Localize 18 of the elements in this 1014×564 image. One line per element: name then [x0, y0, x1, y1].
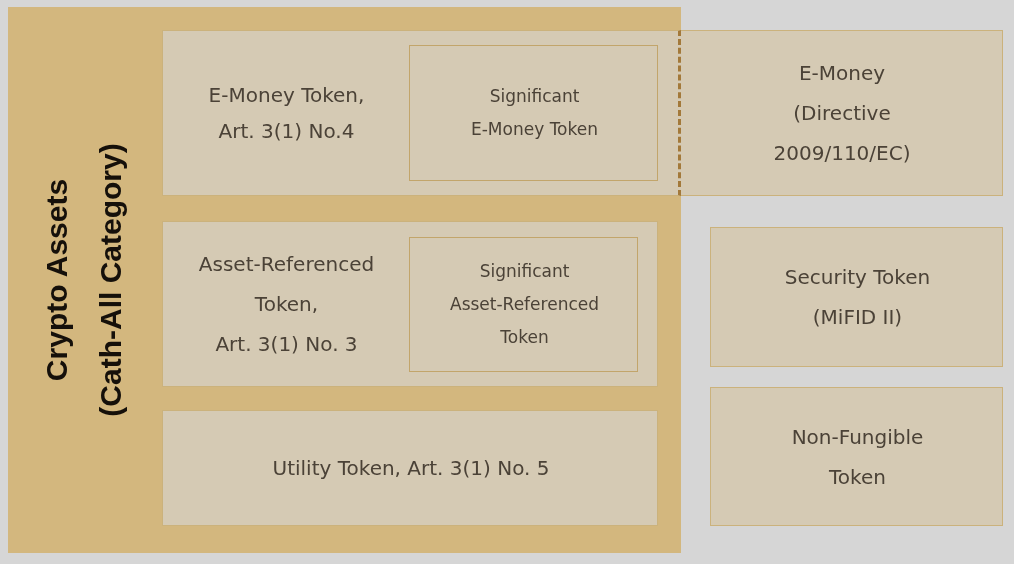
category-box [162, 30, 681, 196]
box-label: Non-Fungible Token [791, 423, 924, 491]
box-label: Significant Asset-Referenced Token [450, 260, 599, 349]
box-label: Utility Token, Art. 3(1) No. 5 [272, 455, 550, 482]
box-label: E-Money (Directive 2009/110/EC) [773, 60, 911, 167]
category-box [710, 227, 1003, 367]
box-label: Asset-Referenced Token, Art. 3(1) No. 3 [198, 251, 375, 358]
category-panel [8, 7, 681, 553]
subcategory-box [409, 45, 658, 181]
subcategory-box [409, 237, 638, 372]
category-box [162, 410, 658, 526]
box-label: E-Money Token, Art. 3(1) No.4 [208, 82, 365, 145]
box-label: Significant E-Money Token [471, 85, 598, 141]
category-box [710, 387, 1003, 526]
box-label: Security Token (MiFID II) [784, 264, 931, 331]
panel-heading: Crypto Assets (Cath-All Category) [39, 143, 128, 417]
category-box [681, 30, 1003, 196]
category-box [162, 221, 658, 387]
